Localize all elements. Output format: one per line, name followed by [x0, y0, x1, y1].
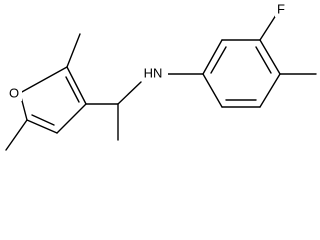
molecule-structure: O HN F	[5, 1, 317, 151]
bond-c2-c3	[66, 66, 87, 105]
bond-c2-methyl	[66, 33, 81, 68]
bond-c3-c4	[56, 103, 87, 134]
benzene-ring	[202, 39, 281, 108]
double-bond-ar1-ar2	[210, 46, 227, 74]
bond-ar1-ar2	[202, 39, 223, 75]
double-bond-ar3-ar4	[255, 46, 272, 74]
bond-c5-methyl	[5, 119, 28, 151]
amine-atom-label: HN	[144, 65, 163, 80]
oxygen-atom-label: O	[9, 85, 19, 100]
bond-ch-n	[117, 81, 142, 105]
bond-ar3-ar4	[259, 39, 281, 75]
bond-o-c2	[19, 66, 68, 94]
furan-ring	[19, 66, 87, 134]
double-bond-c2-c3	[65, 76, 80, 103]
bond-ar6-ar1	[202, 73, 223, 108]
bond-ar4-ar5	[259, 73, 281, 108]
bond-c4-c5	[26, 119, 58, 134]
fluorine-atom-label: F	[277, 1, 285, 16]
double-bond-c4-c5	[31, 114, 55, 126]
